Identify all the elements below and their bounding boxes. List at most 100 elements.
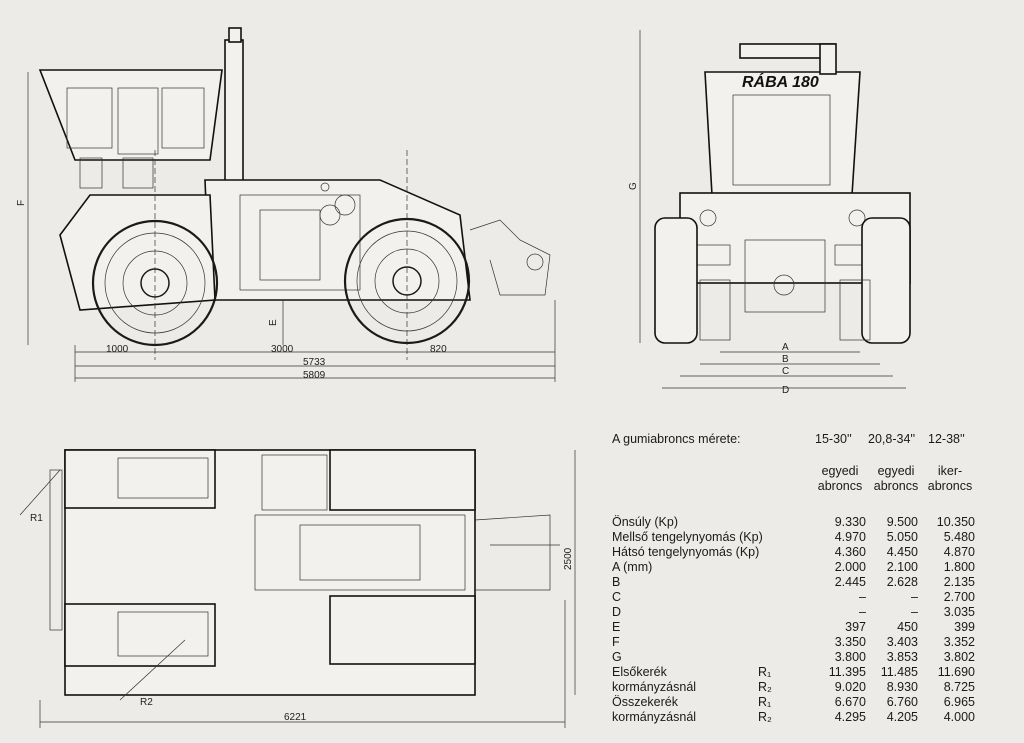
spec-value-12-38: 5.480 (943, 530, 975, 544)
spec-value-15-30: 9.330 (834, 515, 866, 529)
spec-value-12-38: 8.725 (943, 680, 975, 694)
spec-header: A gumiabroncs mérete: 15-30'' 20,8-34'' … (612, 432, 1012, 448)
spec-value-20-8-34: 2.100 (886, 560, 918, 574)
side-view: 1000 3000 820 5733 5809 F E (16, 27, 556, 382)
spec-row-label: C (612, 590, 622, 604)
spec-value-12-38: 6.965 (943, 695, 975, 709)
spec-value-15-30: – (859, 605, 866, 619)
spec-row: kormányzásnál R₂ 4.295 4.205 4.000 (612, 710, 1012, 725)
front-view: RÁBA 180 G A B C D (628, 30, 911, 396)
spec-row: G 3.800 3.853 3.802 (612, 650, 1012, 665)
spec-value-20-8-34: 2.628 (886, 575, 918, 589)
spec-value-12-38: 1.800 (943, 560, 975, 574)
tyre-size-3: 12-38'' (928, 432, 965, 446)
dim-g: G (628, 182, 639, 190)
spec-row-label: G (612, 650, 622, 664)
spec-value-20-8-34: 3.403 (886, 635, 918, 649)
spec-value-15-30: 4.970 (834, 530, 866, 544)
dim-f: F (16, 200, 27, 206)
spec-value-15-30: 2.000 (834, 560, 866, 574)
spec-row-radius: R₂ (758, 710, 772, 724)
spec-value-15-30: 2.445 (834, 575, 866, 589)
spec-row-radius: R₁ (758, 695, 772, 709)
spec-row: D––3.035 (612, 605, 1012, 620)
spec-row-label: F (612, 635, 620, 649)
spec-value-12-38: 399 (954, 620, 975, 634)
spec-row: Önsúly (Kp) 9.330 9.500 10.350 (612, 515, 1012, 530)
spec-value-12-38: 2.700 (943, 590, 975, 604)
tyre-size-1: 15-30'' (815, 432, 852, 446)
spec-value-15-30: 9.020 (834, 680, 866, 694)
spec-row-radius: R₂ (758, 680, 772, 694)
dim-d: D (782, 385, 789, 396)
spec-value-20-8-34: – (911, 605, 918, 619)
spec-row: kormányzásnál R₂ 9.020 8.930 8.725 (612, 680, 1012, 695)
dim-2500: 2500 (563, 547, 574, 570)
spec-row-label: E (612, 620, 621, 634)
spec-row-label: kormányzásnál (612, 710, 697, 724)
spec-value-20-8-34: 450 (897, 620, 918, 634)
spec-value-20-8-34: 4.205 (886, 710, 918, 724)
spec-value-20-8-34: 5.050 (886, 530, 918, 544)
spec-value-20-8-34: 9.500 (886, 515, 918, 529)
spec-value-20-8-34: – (911, 590, 918, 604)
spec-row-radius: R₁ (758, 665, 772, 679)
dim-6221: 6221 (284, 712, 307, 723)
spec-row-label: A (mm) (612, 560, 653, 574)
spec-value-15-30: 4.295 (834, 710, 866, 724)
spec-value-15-30: 3.350 (834, 635, 866, 649)
dim-5733: 5733 (303, 357, 326, 368)
spec-row: Összekerék R₁ 6.670 6.760 6.965 (612, 695, 1012, 710)
spec-row-label: Elsőkerék (612, 665, 667, 679)
dim-5809: 5809 (303, 370, 326, 381)
dim-3000: 3000 (271, 344, 294, 355)
tyre-size-2: 20,8-34'' (868, 432, 916, 446)
spec-row-label: Önsúly (Kp) (612, 515, 678, 529)
dim-r1: R1 (30, 513, 43, 524)
dim-1000: 1000 (106, 344, 129, 355)
spec-row: C – – 2.700 (612, 590, 1012, 605)
dim-a: A (782, 342, 789, 353)
tyre-type-3: iker-abroncs (927, 464, 973, 493)
spec-value-12-38: 10.350 (936, 515, 975, 529)
dim-e: E (268, 319, 279, 326)
spec-row: F 3.350 3.403 3.352 (612, 635, 1012, 650)
spec-value-12-38: 3.352 (943, 635, 975, 649)
spec-value-12-38: 2.135 (943, 575, 975, 589)
spec-value-15-30: 6.670 (834, 695, 866, 709)
spec-row: A (mm) 2.000 2.100 1.800 (612, 560, 1012, 575)
spec-row-label: Összekerék (612, 695, 678, 709)
spec-row: B 2.445 2.628 2.135 (612, 575, 1012, 590)
spec-value-15-30: 3.800 (834, 650, 866, 664)
spec-value-12-38: 11.690 (937, 665, 975, 679)
spec-value-20-8-34: 11.485 (880, 665, 918, 679)
spec-value-20-8-34: 3.853 (886, 650, 918, 664)
spec-value-20-8-34: 8.930 (886, 680, 918, 694)
spec-row: Elsőkerék R₁ 11.395 11.485 11.690 (612, 665, 1012, 680)
dim-c: C (782, 366, 789, 377)
spec-value-15-30: – (859, 590, 866, 604)
spec-row-label: B (612, 575, 621, 589)
spec-value-15-30: 11.395 (828, 665, 866, 679)
dim-r2: R2 (140, 697, 153, 708)
spec-value-12-38: 4.000 (943, 710, 975, 724)
spec-row-label: Hátsó tengelynyomás (Kp) (612, 545, 760, 559)
top-view: R1 R2 2500 6221 (19, 449, 576, 728)
dim-820: 820 (430, 344, 447, 355)
spec-value-12-38: 3.802 (943, 650, 975, 664)
spec-value-20-8-34: 6.760 (886, 695, 918, 709)
model-label: RÁBA 180 (742, 72, 819, 91)
spec-row-label: kormányzásnál (612, 680, 697, 694)
spec-row-label: D (612, 605, 622, 619)
spec-value-15-30: 4.360 (834, 545, 866, 559)
dim-b: B (782, 354, 789, 365)
spec-value-20-8-34: 4.450 (886, 545, 918, 559)
